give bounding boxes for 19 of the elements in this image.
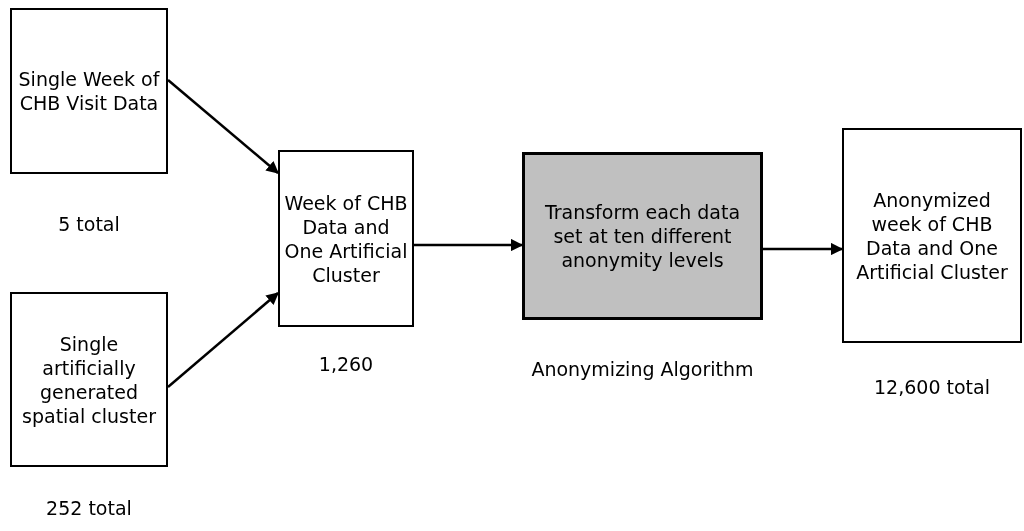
process-box [10, 292, 168, 467]
process-box [842, 128, 1022, 343]
arrow [167, 292, 279, 388]
node-label: Single artificially generated spatial cluster [21, 331, 157, 428]
count-caption: 5 total [57, 212, 121, 236]
node-label: Single Week of CHB Visit Data [17, 67, 161, 115]
process-box [10, 8, 168, 174]
process-box [522, 152, 763, 320]
arrow [414, 238, 524, 252]
node-label: Week of CHB Data and One Artificial Cluster [283, 190, 409, 287]
count-caption: Anonymizing Algorithm [530, 357, 755, 381]
process-box [278, 150, 414, 327]
arrow [167, 79, 279, 174]
count-caption: 12,600 total [873, 375, 991, 399]
count-caption: 252 total [45, 496, 133, 520]
count-caption: 1,260 [317, 352, 375, 376]
node-label: Anonymized week of CHB Data and One Artificial Cluster [855, 187, 1009, 284]
arrow [763, 242, 844, 256]
node-label: Transform each data set at ten different anonymity levels [543, 200, 742, 272]
